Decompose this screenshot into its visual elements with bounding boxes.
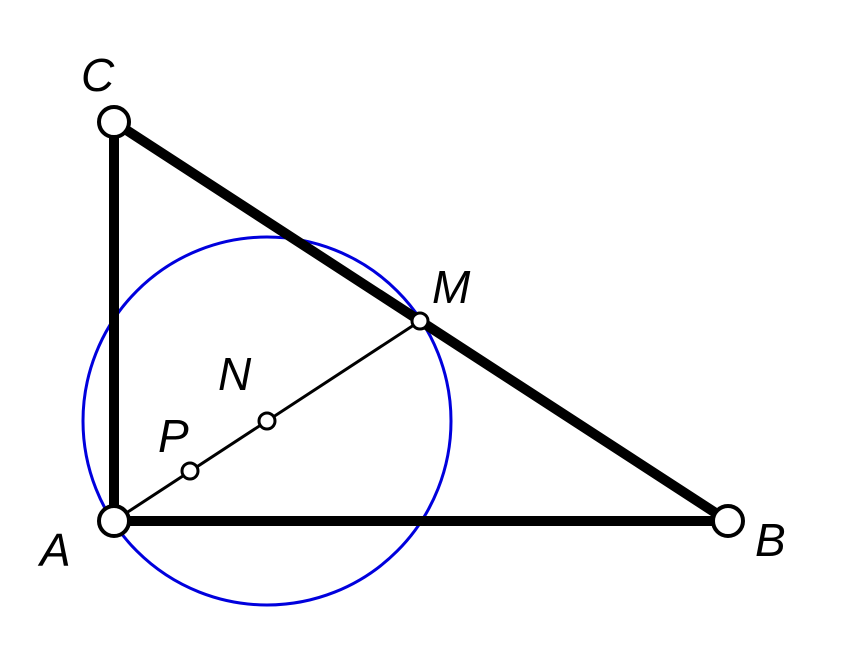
- label-b: B: [755, 514, 786, 566]
- label-c: C: [81, 49, 115, 101]
- label-p: P: [158, 410, 189, 462]
- point-b: [711, 504, 745, 538]
- label-n: N: [218, 348, 252, 400]
- point-n: [257, 411, 277, 431]
- point-p: [180, 461, 200, 481]
- point-m: [410, 311, 430, 331]
- label-m: M: [432, 261, 471, 313]
- circle-centered-n: [81, 235, 453, 607]
- point-c: [97, 105, 131, 139]
- point-a: [97, 504, 131, 538]
- label-a: A: [37, 524, 71, 576]
